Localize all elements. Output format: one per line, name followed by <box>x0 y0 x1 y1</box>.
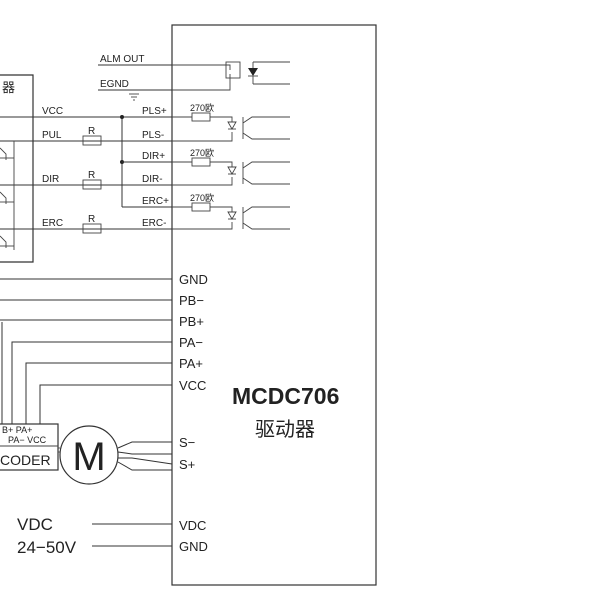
encoder-pins-row1: B+ PA+ <box>2 425 32 435</box>
vcc-label: VCC <box>42 106 63 117</box>
s-plus-wire <box>118 457 173 465</box>
resistor-icon <box>82 223 102 234</box>
controller-title: 器 <box>2 80 15 95</box>
alarm-optocoupler-icon <box>172 61 290 91</box>
s-plus-pin-label: S+ <box>179 457 195 472</box>
dir-plus-label: DIR+ <box>142 151 165 162</box>
pul-label: PUL <box>42 130 62 141</box>
power-vdc-label: VDC <box>17 515 53 534</box>
controller-box <box>0 74 34 263</box>
resistor-270-label: 270欧 <box>190 102 214 113</box>
led-icon <box>227 166 237 175</box>
pls-minus-label: PLS- <box>142 130 164 141</box>
controller-transistor-icon <box>0 141 15 250</box>
ground-icon <box>129 93 139 101</box>
power-gnd-pin-label: GND <box>179 539 208 554</box>
resistor-icon <box>82 135 102 146</box>
led-icon <box>227 211 237 220</box>
erc-minus-label: ERC- <box>142 218 166 229</box>
resistor-label: R <box>88 170 95 181</box>
resistor-270-label: 270欧 <box>190 192 214 203</box>
pa-plus-pin-label: PA+ <box>179 356 203 371</box>
vcc-pin-label: VCC <box>179 378 206 393</box>
encoder-label: CODER <box>0 452 51 468</box>
power-voltage-label: 24−50V <box>17 538 77 557</box>
alm-out-label: ALM OUT <box>100 54 144 65</box>
encoder-pins-row2: PA− VCC <box>8 435 47 445</box>
led-icon <box>227 121 237 130</box>
s-minus-pin-label: S− <box>179 435 195 450</box>
vcc-encoder-wire <box>39 384 172 424</box>
driver-subtitle: 驱动器 <box>255 418 315 441</box>
resistor-270-label: 270欧 <box>190 147 214 158</box>
driver-model: MCDC706 <box>232 383 339 409</box>
resistor-label: R <box>88 126 95 137</box>
resistor-label: R <box>88 214 95 225</box>
junction <box>120 115 124 119</box>
motor-icon <box>59 425 119 485</box>
pa-plus-wire <box>25 362 172 424</box>
motor-label: M <box>72 435 105 479</box>
input-channel-pls: 270欧 <box>172 102 290 142</box>
dir-label: DIR <box>42 174 59 185</box>
erc-label: ERC <box>42 218 63 229</box>
input-channel-erc: 270欧 <box>172 192 290 230</box>
resistor-icon <box>82 179 102 190</box>
s-minus-wire <box>117 441 172 449</box>
gnd-pin-label: GND <box>179 272 208 287</box>
pa-minus-wire <box>11 341 172 424</box>
vdc-pin-label: VDC <box>179 518 206 533</box>
dir-minus-label: DIR- <box>142 174 163 185</box>
encoder-box <box>0 423 59 471</box>
egnd-label: EGND <box>100 79 129 90</box>
pb-minus-pin-label: PB− <box>179 293 204 308</box>
pa-minus-pin-label: PA− <box>179 335 203 350</box>
pb-plus-pin-label: PB+ <box>179 314 204 329</box>
driver-box <box>171 24 377 586</box>
input-channel-dir: 270欧 <box>172 147 290 186</box>
pls-plus-label: PLS+ <box>142 106 167 117</box>
erc-plus-label: ERC+ <box>142 196 169 207</box>
